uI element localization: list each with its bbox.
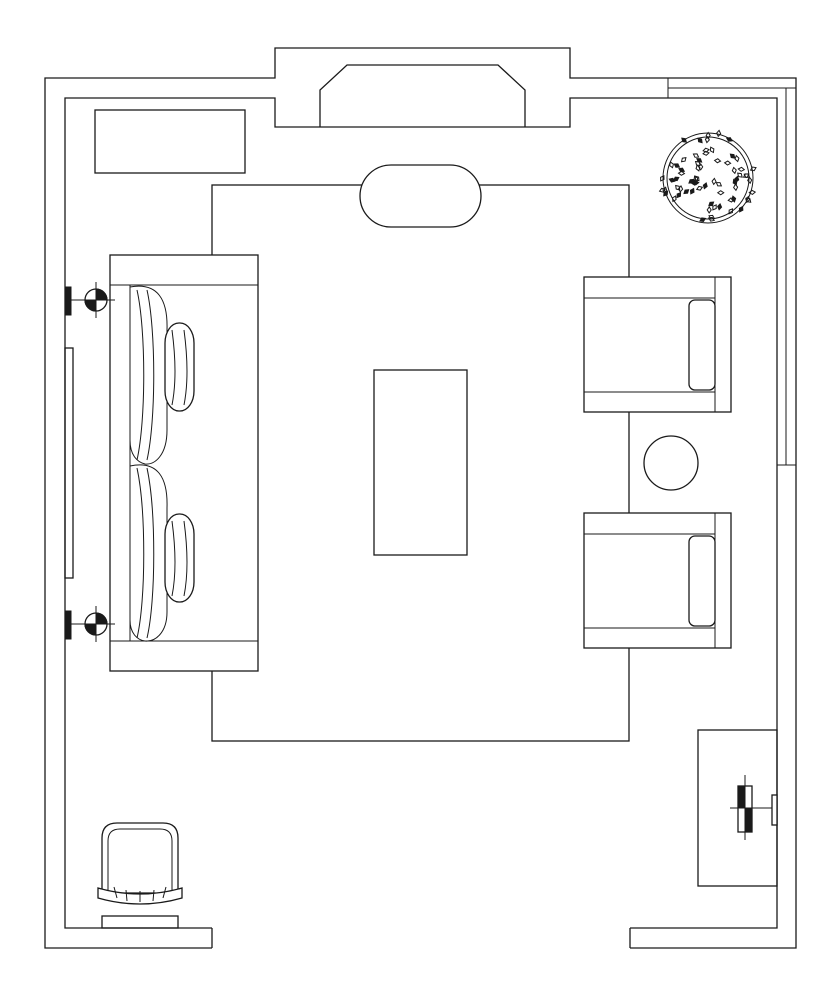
plant-leaf [731, 166, 737, 175]
coffee-table-icon [373, 369, 468, 556]
console-table-icon [101, 915, 179, 929]
plant-leaf [689, 187, 695, 195]
plant-leaf [705, 131, 711, 140]
plant-leaf [734, 154, 740, 163]
plant-leaf [749, 166, 757, 172]
plant-leaf [737, 166, 746, 172]
plant-leaf [706, 206, 712, 214]
plant-leaf [688, 178, 695, 184]
plant-leaf [680, 156, 687, 163]
plant-leaf [743, 173, 751, 178]
tv-panel [64, 347, 74, 579]
throw-pillow [164, 322, 195, 412]
plant-leaf [676, 191, 682, 199]
plant-leaf [697, 137, 703, 144]
plant-leaf [725, 137, 733, 142]
plant-leaf [702, 147, 710, 153]
sofa-icon [109, 254, 259, 672]
plant-leaf [728, 208, 734, 215]
desk-chair-icon [97, 822, 183, 905]
window-icon [667, 78, 796, 466]
plant-leaf [734, 175, 740, 184]
plant-leaf [669, 161, 674, 169]
plant-leaf [717, 202, 723, 211]
plant-leaf [748, 189, 757, 195]
plant-leaf [713, 158, 722, 164]
plant-leaf [671, 195, 677, 203]
armchair-icon [583, 512, 732, 649]
plant-leaf [699, 217, 707, 223]
plant-leaf [698, 162, 704, 171]
plant-leaf [708, 201, 715, 207]
plant-leaf [704, 135, 710, 144]
throw-pillow [164, 513, 195, 603]
plant-leaf [660, 175, 665, 182]
plant-leaf [663, 190, 669, 197]
sofa-cushion [129, 285, 168, 465]
plant-leaf [745, 197, 752, 203]
potted-plant-icon [658, 129, 757, 224]
plant-leaf [678, 185, 684, 193]
outer-wall [44, 47, 797, 949]
plant-leaf [733, 183, 739, 192]
plant-leaf [695, 185, 704, 191]
plant-leaf [711, 177, 717, 186]
plant-leaf [673, 163, 681, 168]
desk-icon [697, 729, 778, 887]
plant-leaf [731, 195, 737, 203]
plant-leaf [658, 187, 667, 193]
plant-leaf [716, 190, 725, 196]
wall-lamp-icon [730, 775, 772, 840]
plant-leaf [678, 167, 686, 173]
plant-leaf [729, 153, 736, 159]
plant-leaf [692, 153, 700, 158]
side-table-icon [643, 435, 699, 491]
plant-leaf [737, 172, 743, 178]
wall-lamp-icon [64, 282, 115, 318]
plant-leaf [683, 189, 690, 195]
plant-leaf [696, 158, 703, 163]
plant-leaf [668, 177, 676, 183]
plant-leaf [694, 175, 700, 182]
plant-leaf [715, 182, 723, 187]
ottoman-icon [359, 164, 482, 228]
plant-leaf [677, 170, 686, 176]
fireplace-icon [319, 64, 526, 127]
plant-leaf [723, 160, 732, 166]
plant-leaf [709, 146, 715, 154]
wall-lamp-icon [64, 606, 115, 642]
plant-leaf [707, 216, 716, 222]
plant-leaf [738, 205, 744, 213]
plant-leaf [672, 176, 680, 182]
console-table-icon [94, 109, 246, 174]
plant-leaf [712, 204, 717, 211]
plant-leaf [702, 182, 708, 190]
plant-leaf [747, 176, 753, 185]
sofa-cushion [129, 464, 168, 642]
plant-leaf [681, 137, 688, 143]
armchair-icon [583, 276, 732, 413]
plant-leaf [695, 164, 701, 172]
plant-leaf [716, 129, 722, 138]
rug-icon [211, 184, 630, 742]
plant-leaf [691, 180, 700, 186]
